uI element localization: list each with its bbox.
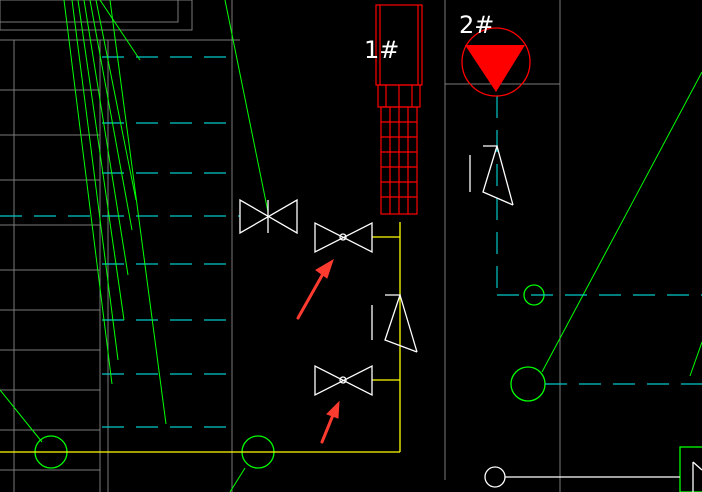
pump-1-symbol [375,4,423,215]
gate-valve-icon [314,221,373,254]
cyan-dashed-pipes-right [496,96,702,385]
pump-1-label: 1# [364,36,399,64]
white-pipe-end [484,461,702,492]
check-valve-icon [371,294,418,353]
pump-2-label: 2# [459,11,494,39]
check-valve-icon [469,145,514,206]
yellow-pipes [0,222,401,453]
gate-valve-icon [239,198,298,235]
annotation-arrow-icon [296,258,334,320]
green-circles [34,284,702,492]
gate-valve-icon [314,364,373,397]
pump-symbol-icon [461,27,531,97]
annotation-arrow-icon [320,400,340,444]
cyan-dashed-pipes-left [0,56,240,428]
building-grid-lines [0,0,561,492]
